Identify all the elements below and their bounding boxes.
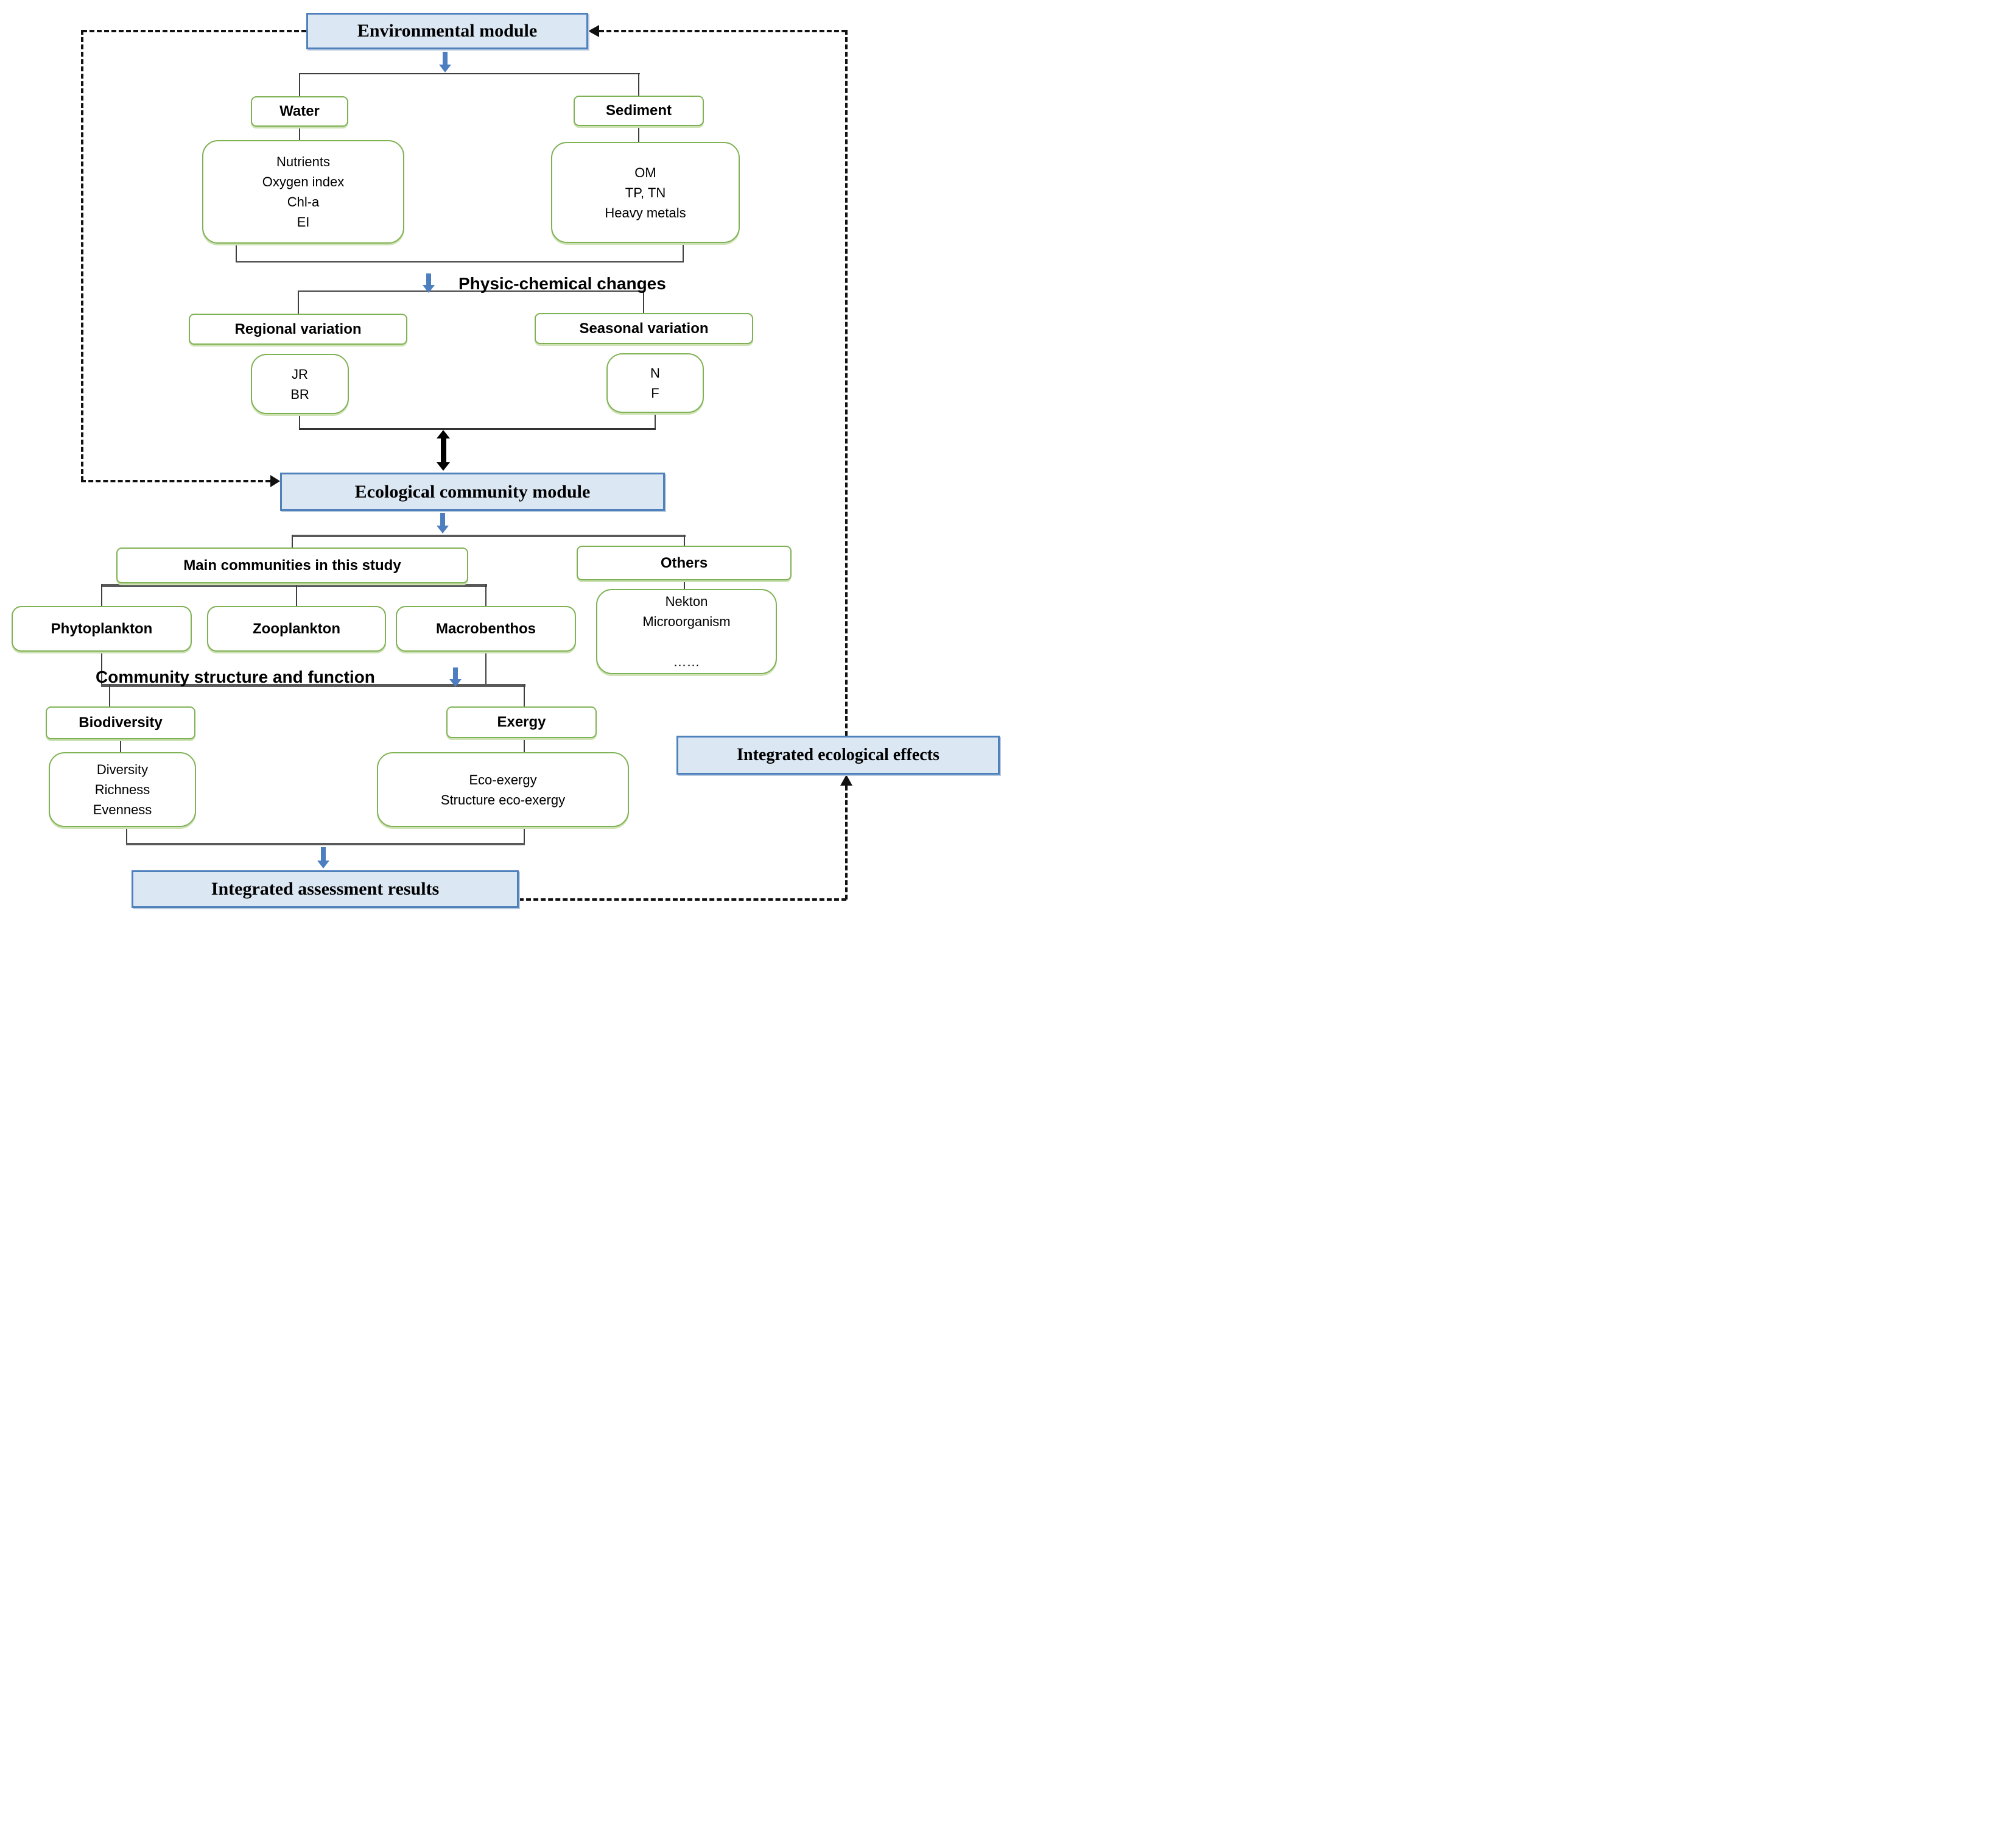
sediment-box: Sediment (574, 96, 704, 126)
phytoplankton-box: Phytoplankton (12, 606, 192, 652)
connector-line (109, 684, 110, 707)
others-items-text: Nekton Microorganism …… (642, 594, 731, 669)
zooplankton-label: Zooplankton (253, 620, 340, 637)
exergy-box: Exergy (446, 706, 597, 738)
connector-line (101, 584, 102, 607)
connector-line (236, 261, 684, 262)
sediment-label: Sediment (605, 102, 672, 119)
connector-line (524, 827, 525, 845)
water-box: Water (251, 96, 348, 127)
dashed-line (845, 30, 848, 736)
connector-line (638, 73, 639, 96)
community-structure-function-label: Community structure and function (96, 667, 375, 686)
connector-line (684, 580, 685, 590)
connector-line (300, 73, 640, 74)
connector-line (120, 739, 121, 753)
water-label: Water (279, 103, 320, 119)
connector-line (299, 73, 300, 96)
others-box: Others (577, 546, 792, 580)
ecological-community-module-box: Ecological community module (280, 473, 665, 511)
connector-line (296, 584, 297, 607)
connector-line (485, 652, 486, 686)
exergy-label: Exergy (497, 714, 546, 730)
macrobenthos-label: Macrobenthos (435, 620, 536, 637)
seasonal-items-box: N F (606, 353, 704, 413)
double-arrow-icon (436, 430, 451, 471)
dashed-line (81, 30, 83, 481)
down-arrow-icon (317, 847, 329, 868)
seasonal-variation-box: Seasonal variation (535, 313, 753, 344)
connector-line (684, 535, 685, 546)
seasonal-variation-label: Seasonal variation (579, 320, 709, 337)
integrated-assessment-results-label: Integrated assessment results (211, 879, 440, 899)
sediment-parameters-text: OM TP, TN Heavy metals (605, 164, 686, 220)
biodiversity-items-text: Diversity Richness Evenness (93, 762, 152, 817)
integrated-ecological-effects-label: Integrated ecological effects (737, 745, 940, 764)
dashed-line (519, 898, 846, 901)
others-label: Others (660, 554, 708, 571)
dashed-line (81, 480, 270, 482)
connector-line (298, 290, 299, 314)
water-parameters-box: Nutrients Oxygen index Chl-a EI (202, 140, 404, 244)
ecological-community-module-label: Ecological community module (354, 481, 591, 502)
connector-line (126, 843, 525, 845)
zooplankton-box: Zooplankton (207, 606, 386, 652)
connector-line (638, 126, 639, 143)
connector-line (102, 584, 487, 587)
physic-chemical-changes-label: Physic-chemical changes (458, 274, 666, 293)
arrowhead-right-icon (270, 475, 280, 487)
integrated-ecological-effects-box: Integrated ecological effects (676, 736, 1000, 775)
connector-line (292, 535, 686, 537)
connector-line (524, 684, 525, 707)
environmental-module-label: Environmental module (357, 21, 538, 41)
seasonal-items-text: N F (650, 365, 660, 401)
dashed-line (82, 30, 306, 32)
connector-line (299, 414, 300, 429)
sediment-parameters-box: OM TP, TN Heavy metals (551, 142, 740, 243)
arrowhead-left-icon (588, 25, 599, 37)
phytoplankton-label: Phytoplankton (51, 620, 153, 637)
connector-line (101, 652, 102, 686)
down-arrow-icon (423, 273, 435, 293)
regional-variation-box: Regional variation (189, 314, 407, 345)
arrowhead-up-icon (840, 775, 852, 786)
connector-line (299, 428, 656, 430)
exergy-items-text: Eco-exergy Structure eco-exergy (440, 772, 566, 808)
main-communities-label: Main communities in this study (183, 557, 401, 574)
regional-items-box: JR BR (251, 354, 349, 414)
connector-line (292, 535, 293, 548)
connector-line (655, 413, 656, 429)
flowchart-canvas: Environmental module Ecological communit… (0, 0, 1008, 919)
connector-line (298, 290, 645, 292)
biodiversity-label: Biodiversity (79, 714, 163, 731)
dashed-line (845, 786, 848, 900)
regional-items-text: JR BR (290, 366, 309, 402)
connector-line (236, 244, 237, 262)
connector-line (299, 127, 300, 141)
connector-line (643, 290, 644, 314)
dashed-line (599, 30, 846, 32)
connector-line (524, 738, 525, 753)
integrated-assessment-results-box: Integrated assessment results (132, 870, 519, 908)
environmental-module-box: Environmental module (306, 13, 588, 49)
macrobenthos-box: Macrobenthos (396, 606, 576, 652)
down-arrow-icon (437, 513, 449, 533)
connector-line (485, 584, 486, 607)
water-parameters-text: Nutrients Oxygen index Chl-a EI (262, 154, 345, 230)
regional-variation-label: Regional variation (234, 320, 362, 337)
biodiversity-items-box: Diversity Richness Evenness (49, 752, 196, 827)
connector-line (101, 684, 525, 687)
connector-line (683, 243, 684, 262)
connector-line (126, 827, 127, 845)
exergy-items-box: Eco-exergy Structure eco-exergy (377, 752, 629, 827)
biodiversity-box: Biodiversity (46, 706, 195, 739)
down-arrow-icon (449, 667, 462, 687)
others-items-box: Nekton Microorganism …… (596, 589, 777, 674)
main-communities-box: Main communities in this study (116, 548, 468, 583)
down-arrow-icon (439, 52, 451, 72)
